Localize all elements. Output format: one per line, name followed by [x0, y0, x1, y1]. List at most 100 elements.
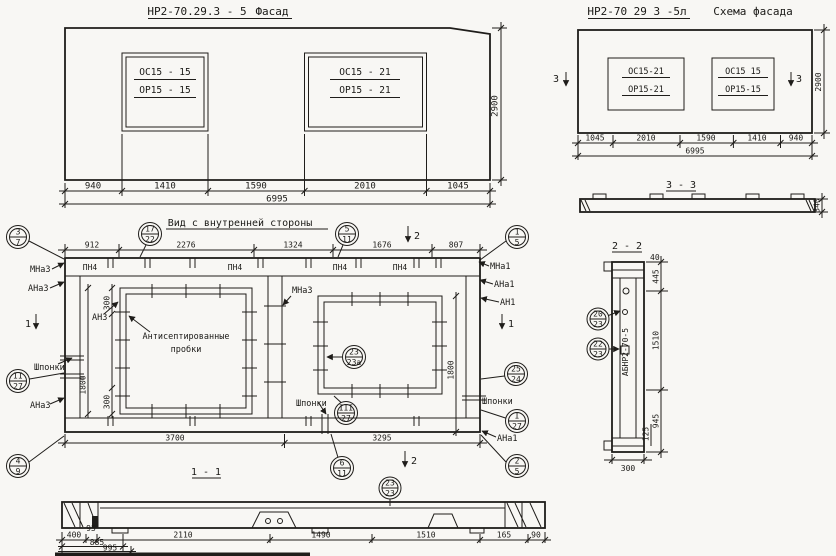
section-marker-label: 3 [796, 74, 802, 85]
label-ana3-bottom: АНа3 [30, 401, 50, 411]
plate-label-pn4: ПН4 [228, 263, 243, 272]
callout-top: 2 [515, 457, 520, 466]
dim: 940 [789, 134, 804, 143]
dim: 3295 [372, 434, 391, 443]
callout-bottom: 23 [593, 350, 603, 359]
callout-top: II [13, 372, 23, 381]
label-ana1-bottom: АНа1 [497, 434, 517, 444]
scheme-dim-chain: 1045 2010 1590 1410 940 6995 [572, 134, 818, 160]
callout-4-9: 4 9 [6, 435, 65, 478]
section-2-2-title: 2 - 2 [612, 241, 642, 252]
scheme-panel-outline [577, 29, 813, 134]
callout-25-24: 25 24 [480, 362, 528, 386]
section-1-marker-right: 1 [498, 314, 514, 330]
plugs-note-line1: Антисептированные [143, 332, 230, 342]
callout-2-5: 2 5 [480, 434, 529, 478]
dim: 1045 [447, 182, 469, 192]
inner-window-2 [313, 292, 447, 398]
callout-I-27: I 27 [480, 409, 529, 433]
inner-panel [60, 257, 486, 434]
dim: 165 [497, 531, 512, 540]
sheet-edge-bar [55, 552, 310, 556]
section-1-1-title: 1 - 1 [191, 467, 221, 478]
scheme-window-2: ОС15 15 ОР15-15 [711, 57, 775, 111]
callout-bottom: 23а [347, 358, 362, 367]
dim: 807 [449, 241, 464, 250]
scheme-drawing: НР2-70 29 3 -5л Схема фасада ОС15-21 ОР1… [553, 5, 830, 160]
section-3-3: 3 - 3 340 [579, 180, 828, 218]
callout-top: 23 [349, 348, 359, 357]
dim: 1800 [447, 360, 456, 379]
callout-23-23: 23 23 [378, 476, 402, 506]
anchor-mark-label: АБНР2-70-5 [621, 328, 630, 376]
dim: 300 [621, 464, 636, 473]
callout-20-23: 20 23 [586, 307, 621, 331]
callout-top: 1 [515, 228, 520, 237]
scheme-window1-mark-bottom: ОР15-21 [628, 85, 664, 95]
section-3-marker-left: 3 [553, 72, 570, 87]
inner-bottom-dims: 3700 3295 [58, 434, 487, 448]
section-marker-label: 2 [411, 456, 417, 467]
callout-bottom: 5 [515, 467, 520, 476]
dim: 940 [85, 182, 101, 192]
dim: 2010 [354, 182, 376, 192]
section-marker-label: 1 [508, 319, 514, 330]
section-2-marker-bottom: 2 [401, 451, 417, 468]
dim: 90 [531, 531, 541, 540]
callout-bottom: 23 [593, 320, 603, 329]
callout-5-11: 5 11 [335, 222, 359, 258]
callout-3-7: 3 7 [6, 225, 65, 260]
inner-view-title: Вид с внутренней стороны [168, 217, 313, 229]
callout-bottom: 7 [16, 238, 21, 247]
facade-window-1: ОС15 - 15 ОР15 - 15 [121, 52, 209, 132]
inner-vertical-dims: 300 300 1800 1800 [79, 284, 460, 436]
scheme-title: НР2-70 29 3 -5л [587, 5, 686, 18]
label-mna3: МНа3 [30, 265, 50, 275]
callout-top: 20 [593, 310, 603, 319]
callout-1-5: 1 5 [479, 225, 529, 261]
callout-top: 4 [16, 457, 21, 466]
callout-top: 25 [511, 365, 521, 374]
facade-subtitle: Фасад [255, 5, 288, 18]
dim-height: 2900 [491, 95, 501, 117]
facade-window-2: ОС15 - 21 ОР15 - 21 [304, 52, 427, 132]
section-1-marker-left: 1 [25, 314, 40, 330]
callout-17-22: 17 22 [138, 222, 162, 258]
plate-label-pn4: ПН4 [393, 263, 408, 272]
callout-bottom: 22 [145, 235, 155, 244]
section-2-2-dim-chain: 445 1510 945 125 [642, 256, 668, 458]
callout-III-27: III 27 [333, 395, 358, 425]
inner-view-drawing: Вид с внутренней стороны 912 2276 1324 1… [6, 217, 529, 480]
callout-top: 6 [340, 459, 345, 468]
facade-height-dim: 2900 [491, 22, 507, 186]
callout-22-23: 22 23 [586, 337, 620, 361]
facade-window1-mark-top: ОС15 - 15 [139, 67, 190, 78]
label-an1: АН1 [500, 298, 515, 308]
section-marker-label: 3 [553, 74, 559, 85]
label-an3: АН3 [92, 313, 107, 323]
facade-drawing: НР2-70.29.3 - 5 Фасад ОС15 - 15 ОР15 - 1… [59, 5, 507, 208]
callout-23-23a: 23 23а [326, 345, 366, 369]
scheme-height-dim: 2900 [814, 24, 830, 139]
dim: 945 [652, 414, 661, 429]
callout-bottom: 11 [342, 235, 352, 244]
dim: 1510 [416, 531, 435, 540]
dim: 445 [652, 269, 661, 284]
callout-top: III [339, 404, 354, 413]
dim-height: 2900 [814, 72, 823, 91]
facade-panel-outline [64, 27, 491, 181]
callout-II-27: II 27 [6, 369, 65, 393]
dim: 1800 [79, 375, 88, 394]
callout-top: 17 [145, 225, 155, 234]
scheme-window-1: ОС15-21 ОР15-21 [607, 57, 685, 111]
inner-window-1: Антисептированные пробки [115, 284, 257, 418]
callout-top: I [515, 412, 520, 421]
section-2-2: 2 - 2 АБНР2-70-5 20 23 22 23 40 [586, 241, 668, 473]
dim: 1490 [311, 531, 330, 540]
plate-label-pn4: ПН4 [83, 263, 98, 272]
callout-bottom: 24 [511, 375, 521, 384]
facade-window1-mark-bottom: ОР15 - 15 [139, 85, 190, 96]
dim-total: 6995 [685, 147, 704, 156]
